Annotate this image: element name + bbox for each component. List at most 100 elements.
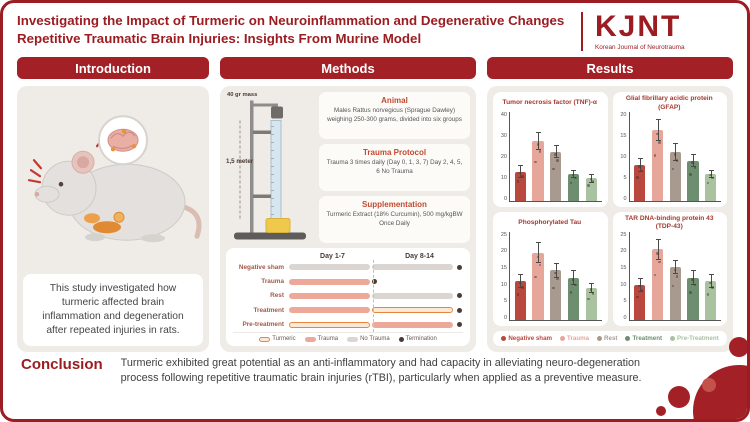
rat-brain-turmeric-illustration bbox=[23, 92, 203, 270]
data-point bbox=[689, 291, 692, 294]
y-tick-label: 10 bbox=[620, 153, 627, 160]
legend-swatch bbox=[501, 336, 507, 341]
data-point bbox=[636, 176, 639, 179]
timeline-row-label: Treatment bbox=[253, 306, 284, 314]
y-tick-label: 10 bbox=[500, 174, 507, 181]
timeline-half bbox=[289, 307, 372, 314]
methods-boxes: Animal Males Rattus norvegicus (Sprague … bbox=[319, 92, 470, 243]
turmeric-segment bbox=[289, 321, 370, 328]
data-point bbox=[709, 173, 712, 177]
bar bbox=[585, 178, 597, 201]
none-segment bbox=[289, 264, 370, 271]
bar-group bbox=[633, 232, 648, 320]
data-point bbox=[656, 252, 659, 255]
data-point bbox=[711, 286, 714, 289]
chart-title: Phosphorylated Tau bbox=[518, 218, 582, 226]
y-tick-label: 0 bbox=[503, 195, 507, 202]
y-tick-label: 25 bbox=[500, 231, 507, 238]
trauma-protocol-title: Trauma Protocol bbox=[362, 148, 427, 157]
error-bar bbox=[571, 270, 577, 285]
data-point bbox=[656, 132, 659, 136]
data-point bbox=[536, 143, 540, 146]
legend-item: Negative sham bbox=[501, 335, 552, 342]
data-point bbox=[711, 176, 714, 180]
termination-dot bbox=[457, 293, 462, 299]
bar bbox=[567, 173, 580, 201]
error-bar bbox=[589, 282, 595, 294]
data-point bbox=[693, 166, 697, 169]
y-tick-label: 40 bbox=[500, 112, 507, 118]
data-point bbox=[636, 295, 639, 299]
y-tick-label: 0 bbox=[503, 314, 507, 321]
legend-item: Treatment bbox=[625, 335, 662, 342]
error-bar bbox=[637, 277, 643, 292]
journal-logo-subtitle: Korean Journal of Neurotrauma bbox=[595, 44, 685, 51]
legend-label: No Trauma bbox=[360, 336, 390, 342]
data-point bbox=[675, 275, 679, 278]
data-point bbox=[534, 160, 537, 164]
data-point bbox=[516, 180, 520, 183]
data-point bbox=[574, 283, 577, 287]
plot-area bbox=[509, 112, 602, 202]
legend-item: Pre-Treatment bbox=[670, 335, 719, 342]
bar-group bbox=[633, 112, 648, 201]
error-bar bbox=[536, 242, 542, 264]
data-point bbox=[536, 255, 540, 259]
data-point bbox=[671, 167, 675, 171]
y-tick-label: 10 bbox=[500, 281, 507, 288]
data-point bbox=[589, 288, 593, 291]
bar bbox=[651, 129, 664, 201]
turmeric-segment bbox=[372, 307, 453, 314]
bar bbox=[585, 288, 597, 320]
legend-label: Trauma bbox=[567, 335, 590, 342]
legend-item: Trauma bbox=[560, 335, 589, 342]
legend-swatch bbox=[597, 336, 603, 341]
timeline-track bbox=[289, 264, 463, 271]
bar bbox=[634, 284, 646, 320]
data-point bbox=[552, 167, 555, 171]
trauma-segment bbox=[289, 278, 370, 285]
error-bar bbox=[518, 273, 524, 289]
data-point bbox=[691, 161, 694, 164]
conclusion-section: Conclusion Turmeric exhibited great pote… bbox=[3, 343, 747, 387]
y-tick-label: 25 bbox=[620, 231, 627, 238]
timeline-row-label: Rest bbox=[270, 292, 284, 300]
timeline-half bbox=[372, 307, 455, 314]
data-point bbox=[538, 263, 542, 267]
timeline-row: Rest bbox=[233, 291, 463, 301]
results-legend: Negative sham Trauma Rest Treatment Pre-Trea… bbox=[493, 331, 727, 346]
data-point bbox=[587, 184, 590, 187]
data-point bbox=[658, 260, 661, 264]
termination-swatch bbox=[398, 336, 404, 342]
data-point bbox=[691, 278, 694, 281]
legend-swatch bbox=[625, 336, 631, 341]
bar bbox=[634, 165, 646, 201]
bar-group bbox=[668, 232, 683, 320]
data-point bbox=[640, 169, 644, 173]
y-tick-label: 5 bbox=[623, 298, 627, 305]
conclusion-heading: Conclusion bbox=[21, 356, 103, 373]
introduction-panel: This study investigated how turmeric aff… bbox=[17, 86, 209, 352]
y-tick-label: 20 bbox=[500, 248, 507, 255]
bar-group bbox=[566, 232, 581, 320]
bar-group bbox=[650, 112, 665, 201]
trauma-protocol-box: Trauma Protocol Trauma 3 times daily (Da… bbox=[319, 144, 470, 191]
timeline-track bbox=[289, 278, 463, 285]
y-tick-label: 10 bbox=[620, 281, 627, 288]
animal-box: Animal Males Rattus norvegicus (Sprague … bbox=[319, 92, 470, 139]
y-tick-label: 20 bbox=[500, 153, 507, 160]
bar bbox=[651, 249, 664, 320]
data-point bbox=[538, 150, 542, 153]
timeline-half bbox=[289, 278, 372, 285]
error-bar bbox=[637, 158, 643, 173]
legend-label: Rest bbox=[604, 335, 618, 342]
termination-dot bbox=[372, 279, 377, 285]
bar bbox=[687, 277, 699, 320]
y-tick-label: 5 bbox=[503, 298, 507, 305]
trauma-segment bbox=[289, 307, 370, 314]
